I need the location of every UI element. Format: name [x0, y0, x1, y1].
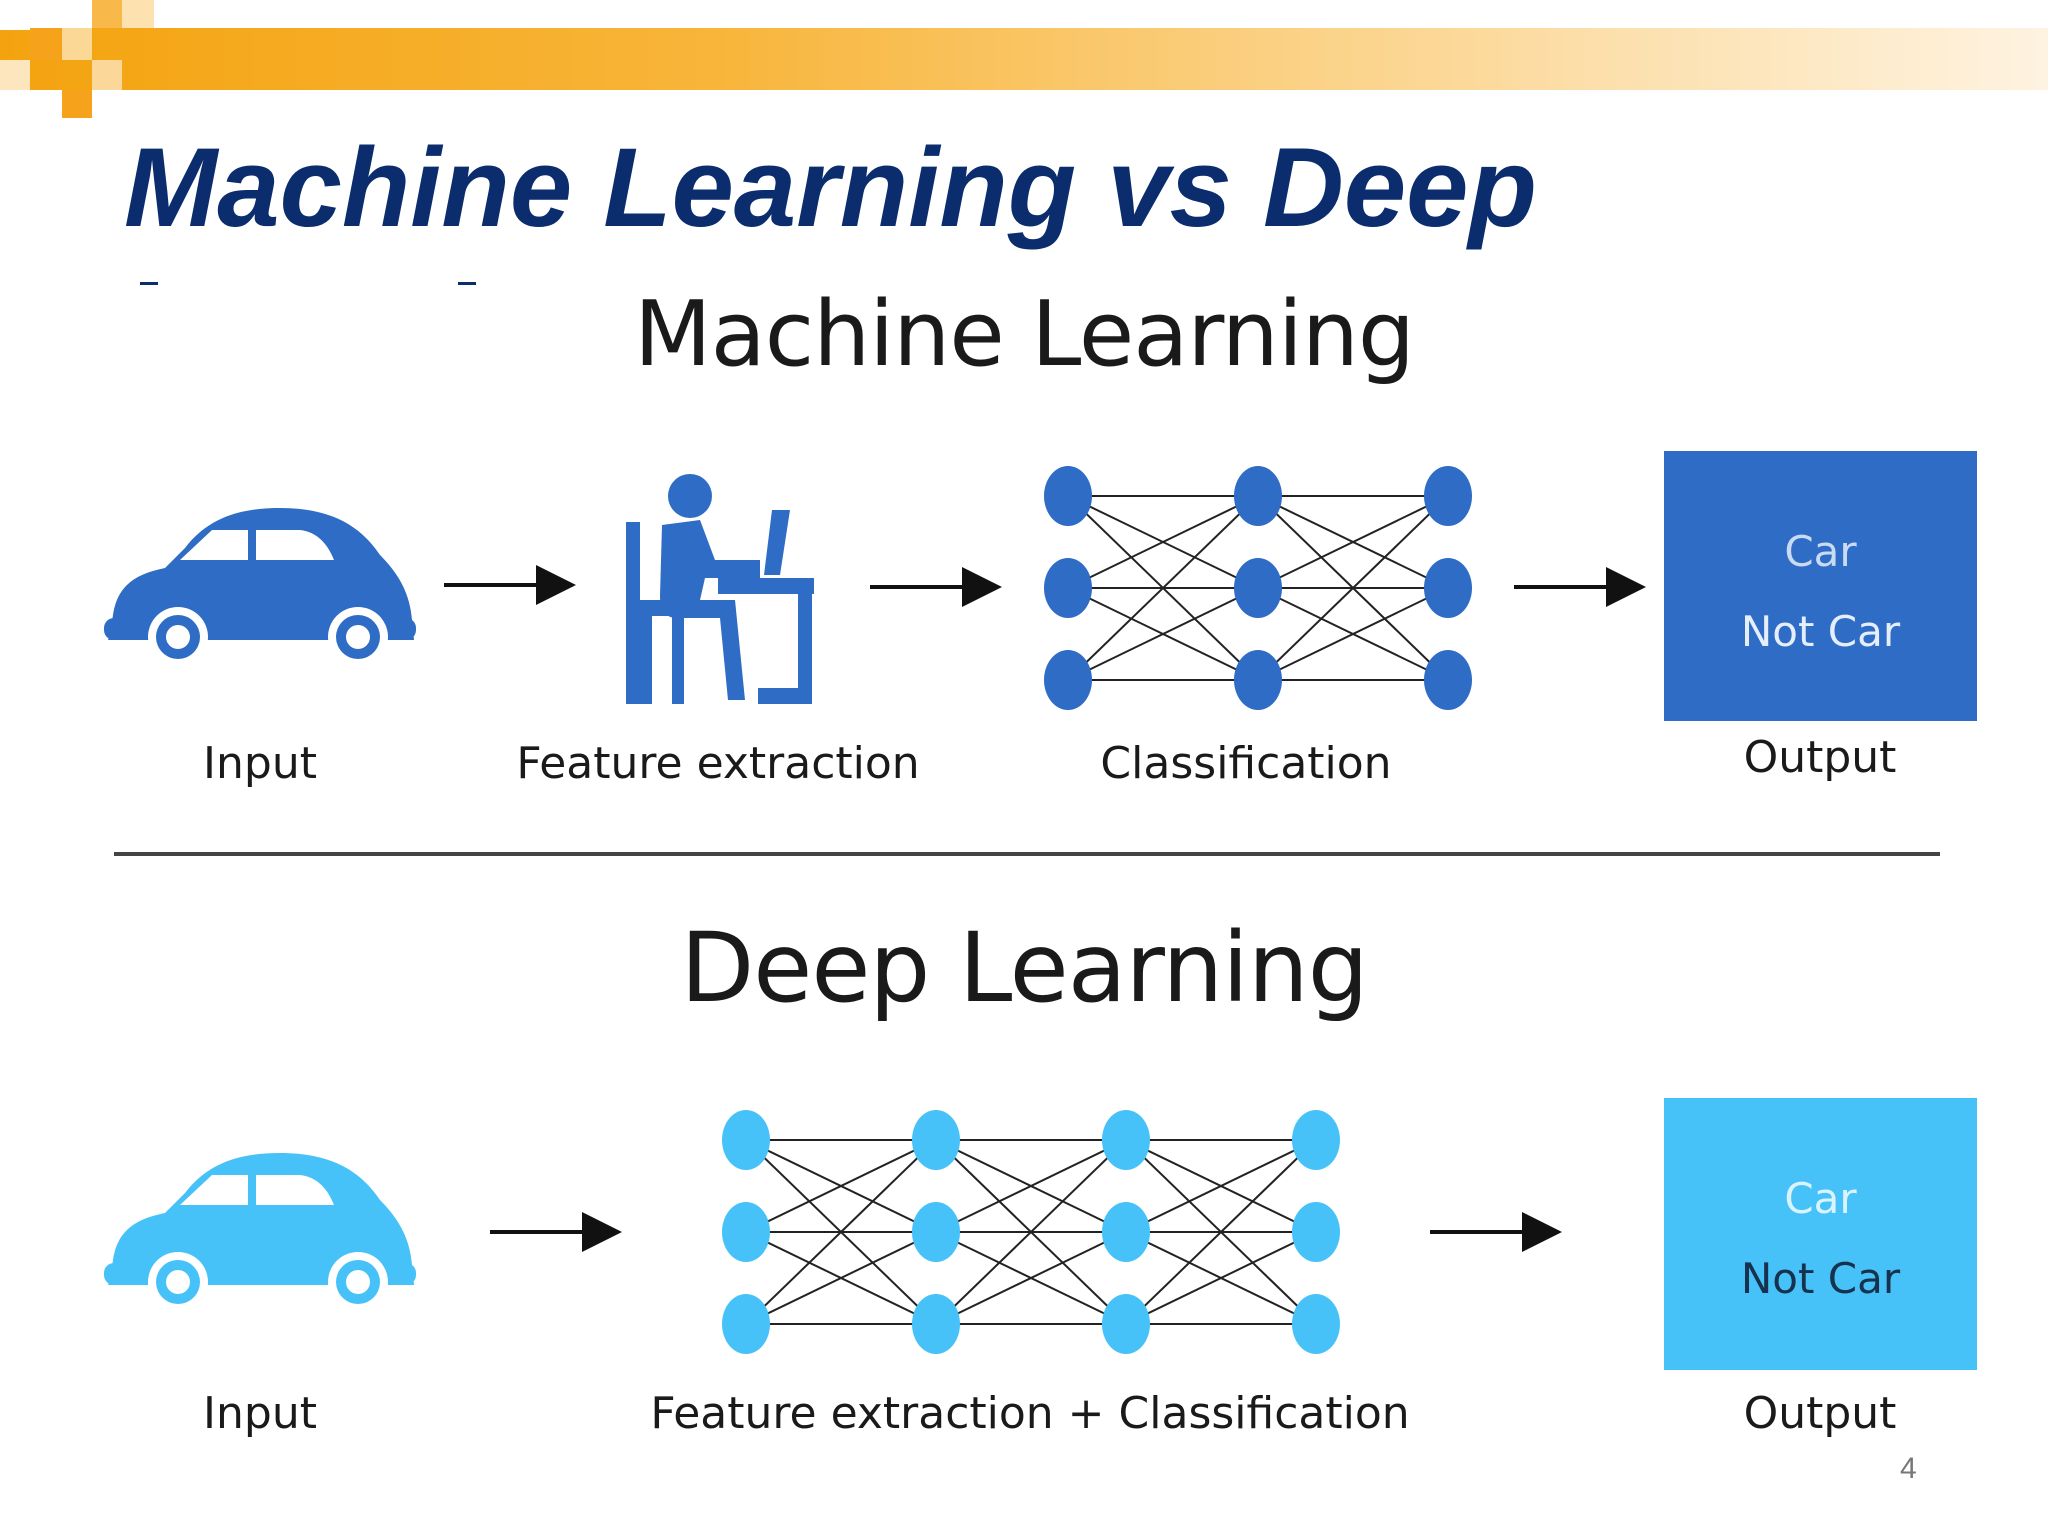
title-clipped-line	[140, 282, 480, 288]
ml-stage-label-classification: Classification	[1100, 738, 1392, 789]
neural-network-icon	[1044, 466, 1472, 710]
network-connection	[1125, 1139, 1317, 1325]
network-node	[1234, 558, 1282, 618]
network-node	[912, 1202, 960, 1262]
person-at-desk-icon	[626, 474, 814, 704]
network-node	[722, 1202, 770, 1262]
network-node	[1424, 650, 1472, 710]
ml-output-box: Car Not Car	[1664, 451, 1977, 721]
network-connection	[1257, 495, 1449, 681]
network-node	[912, 1294, 960, 1354]
network-node	[722, 1110, 770, 1170]
network-node	[1044, 558, 1092, 618]
ml-stage-label-input: Input	[203, 738, 317, 789]
network-connection	[1257, 495, 1449, 589]
car-icon	[104, 508, 416, 667]
output-option-car: Car	[1784, 1174, 1857, 1223]
output-option-not-car: Not Car	[1740, 1254, 1901, 1303]
network-connection	[935, 1139, 1127, 1325]
network-connection	[1067, 495, 1259, 681]
page-number: 4	[1900, 1452, 1917, 1485]
network-connection	[1067, 495, 1259, 589]
network-node	[1292, 1294, 1340, 1354]
slide-title: Machine Learning vs Deep	[124, 125, 1537, 250]
network-node	[1424, 558, 1472, 618]
header-decoration	[0, 0, 154, 118]
network-connection	[935, 1139, 1127, 1233]
network-node	[912, 1110, 960, 1170]
network-node	[1292, 1110, 1340, 1170]
network-node	[1044, 650, 1092, 710]
dl-stage-label-input: Input	[203, 1388, 317, 1439]
machine-learning-heading: Machine Learning	[633, 282, 1415, 387]
network-node	[1424, 466, 1472, 526]
network-node	[1292, 1202, 1340, 1262]
neural-network-icon	[722, 1110, 1340, 1354]
network-node	[1102, 1294, 1150, 1354]
ml-stage-label-feature-extraction: Feature extraction	[516, 738, 920, 789]
network-node	[1234, 466, 1282, 526]
header-bar	[0, 28, 2048, 90]
network-connection	[1125, 1139, 1317, 1233]
output-option-not-car: Not Car	[1740, 607, 1901, 656]
section-divider	[114, 852, 1940, 856]
ml-stage-label-output: Output	[1743, 732, 1897, 783]
network-connection	[1067, 587, 1259, 681]
network-node	[1234, 650, 1282, 710]
network-connection	[935, 1231, 1127, 1325]
network-connection	[1125, 1231, 1317, 1325]
car-icon	[104, 1153, 416, 1312]
dl-output-box: Car Not Car	[1664, 1098, 1977, 1370]
network-connection	[745, 1139, 937, 1233]
network-connection	[745, 1139, 937, 1325]
deep-learning-heading: Deep Learning	[680, 912, 1368, 1024]
output-option-car: Car	[1784, 527, 1857, 576]
network-connection	[1257, 587, 1449, 681]
dl-stage-label-output: Output	[1743, 1388, 1897, 1439]
dl-stage-label-feature-extraction-classification: Feature extraction + Classification	[650, 1388, 1410, 1439]
network-node	[1044, 466, 1092, 526]
network-connection	[745, 1231, 937, 1325]
network-node	[722, 1294, 770, 1354]
network-node	[1102, 1202, 1150, 1262]
network-node	[1102, 1110, 1150, 1170]
